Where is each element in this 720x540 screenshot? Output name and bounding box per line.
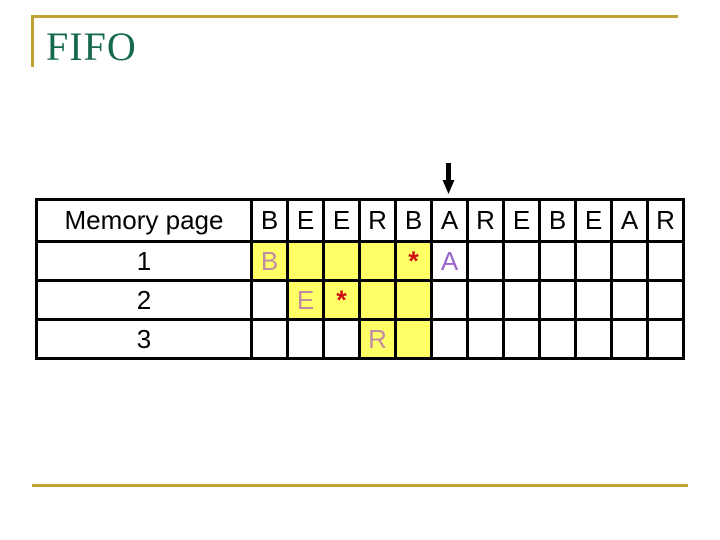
reference-letter-cell: E <box>322 198 361 243</box>
table-cell <box>574 240 613 282</box>
table-cell <box>466 279 505 321</box>
reference-letter-cell: E <box>574 198 613 243</box>
reference-letter-cell: E <box>502 198 541 243</box>
table-cell: A <box>430 240 469 282</box>
reference-letter-cell: B <box>394 198 433 243</box>
table-cell <box>250 318 289 360</box>
page-title: FIFO <box>46 24 137 69</box>
reference-letter-cell: A <box>430 198 469 243</box>
table-cell <box>250 279 289 321</box>
table-cell <box>358 279 397 321</box>
table-cell <box>286 240 325 282</box>
table-cell <box>574 279 613 321</box>
table-cell: * <box>322 279 361 321</box>
reference-letter-cell: E <box>286 198 325 243</box>
table-cell <box>502 318 541 360</box>
table-header-label: Memory page <box>35 198 253 243</box>
table-cell <box>466 240 505 282</box>
table-cell: E <box>286 279 325 321</box>
table-cell <box>430 318 469 360</box>
table-cell <box>502 279 541 321</box>
table-cell <box>538 240 577 282</box>
reference-letter-cell: A <box>610 198 649 243</box>
table-cell <box>502 240 541 282</box>
table-cell <box>466 318 505 360</box>
frame-number-cell: 3 <box>35 318 253 360</box>
reference-letter-cell: R <box>646 198 685 243</box>
table-cell <box>574 318 613 360</box>
table-cell <box>322 318 361 360</box>
table-cell <box>394 279 433 321</box>
table-cell <box>610 318 649 360</box>
table-cell <box>538 279 577 321</box>
table-cell <box>394 318 433 360</box>
table-cell <box>322 240 361 282</box>
down-arrow-icon <box>442 163 455 194</box>
top-accent-line <box>32 15 678 18</box>
table-cell <box>646 318 685 360</box>
table-cell: B <box>250 240 289 282</box>
table-cell <box>538 318 577 360</box>
table-cell <box>286 318 325 360</box>
left-accent-tick <box>31 15 34 67</box>
table-cell <box>646 240 685 282</box>
frame-number-cell: 1 <box>35 240 253 282</box>
frame-number-cell: 2 <box>35 279 253 321</box>
table-cell <box>358 240 397 282</box>
table-cell <box>430 279 469 321</box>
reference-letter-cell: B <box>538 198 577 243</box>
table-cell <box>610 279 649 321</box>
bottom-accent-line <box>32 484 688 487</box>
reference-letter-cell: R <box>358 198 397 243</box>
table-cell <box>610 240 649 282</box>
table-cell: R <box>358 318 397 360</box>
table-cell <box>646 279 685 321</box>
table-cell: * <box>394 240 433 282</box>
reference-letter-cell: B <box>250 198 289 243</box>
reference-letter-cell: R <box>466 198 505 243</box>
